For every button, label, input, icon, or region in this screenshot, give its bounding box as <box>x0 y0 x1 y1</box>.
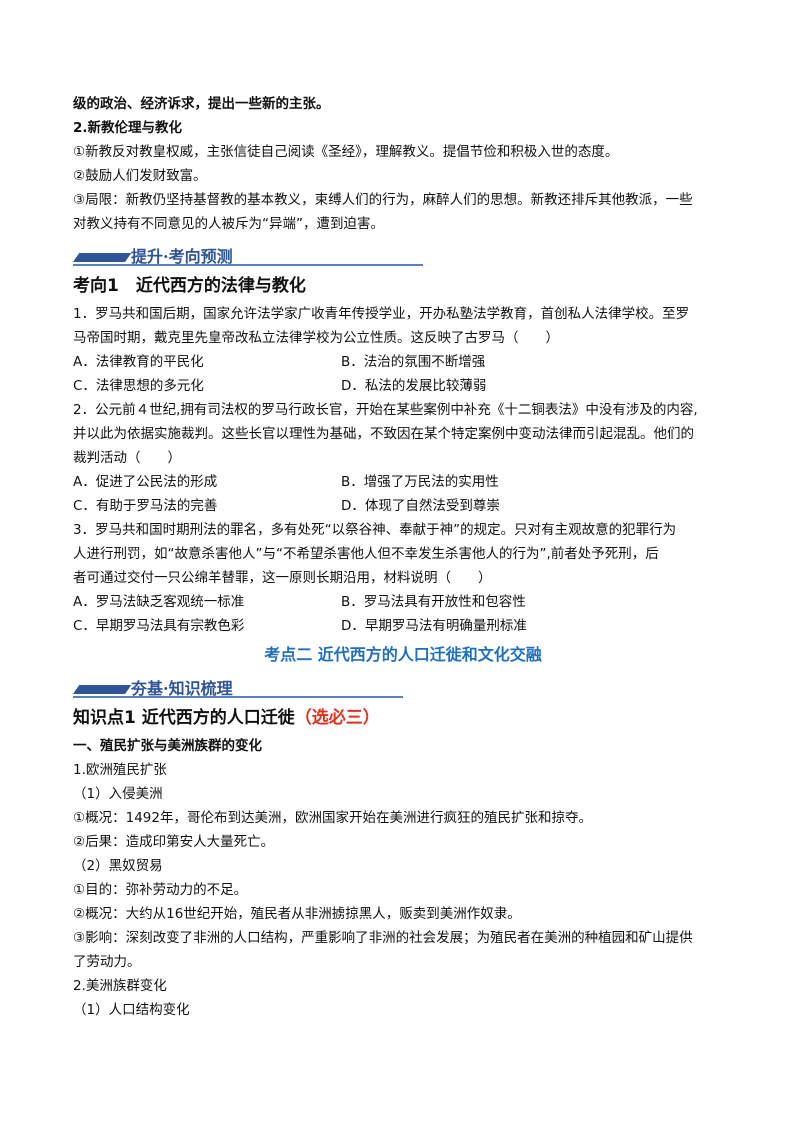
section-banner: 提升·考向预测 <box>73 242 733 268</box>
question-stem: 马帝国时期，戴克里先皇帝改私立法律学校为公立性质。这反映了古罗马（ ） <box>73 330 559 346</box>
heading-zhishidian-1: 知识点1 近代西方的人口迁徙（选必三） <box>73 704 733 732</box>
body-line: 了劳动力。 <box>73 954 141 970</box>
body-line: （1）入侵美洲 <box>73 786 163 802</box>
option-row: C．有助于罗马法的完善 D．体现了自然法受到尊崇 <box>73 494 733 518</box>
option-b[interactable]: B．增强了万民法的实用性 <box>341 474 499 490</box>
heading-red-tag: （选必三） <box>294 708 380 728</box>
banner-bar-icon <box>73 253 132 262</box>
option-d[interactable]: D．私法的发展比较薄弱 <box>341 378 487 394</box>
heading-kaoxiang-1: 考向1 近代西方的法律与教化 <box>73 276 306 296</box>
section-2-item: ①新教反对教皇权威，主张信徒自己阅读《圣经》，理解教义。提倡节俭和积极入世的态度… <box>73 144 619 160</box>
question-2: 2．公元前４世纪,拥有司法权的罗马行政长官，开始在某些案例中补充《十二铜表法》中… <box>73 398 733 518</box>
banner-underline <box>73 264 423 266</box>
option-row: C．早期罗马法具有宗教色彩 D．早期罗马法有明确量刑标准 <box>73 614 733 638</box>
body-line: 2.美洲族群变化 <box>73 978 167 994</box>
sub-heading: 一、殖民扩张与美洲族群的变化 <box>73 738 262 754</box>
section-2-item: ②鼓励人们发财致富。 <box>73 168 207 184</box>
option-c[interactable]: C．法律思想的多元化 <box>73 378 204 394</box>
banner-bar-icon <box>73 685 132 694</box>
question-1: 1．罗马共和国后期，国家允许法学家广收青年传授学业，开办私塾法学教育，首创私人法… <box>73 302 733 398</box>
option-b[interactable]: B．罗马法具有开放性和包容性 <box>341 594 526 610</box>
option-row: A．促进了公民法的形成 B．增强了万民法的实用性 <box>73 470 733 494</box>
body-line: ②概况：大约从16世纪开始，殖民者从非洲掳掠黑人，贩卖到美洲作奴隶。 <box>73 906 521 922</box>
option-a[interactable]: A．罗马法缺乏客观统一标准 <box>73 594 245 610</box>
kaodian-title: 考点二 近代西方的人口迁徙和文化交融 <box>264 645 542 664</box>
question-3: 3．罗马共和国时期刑法的罪名，多有处死“以祭谷神、奉献于神”的规定。只对有主观故… <box>73 518 733 638</box>
body-line: （1）人口结构变化 <box>73 1002 190 1018</box>
body-line: ①目的：弥补劳动力的不足。 <box>73 882 248 898</box>
option-c[interactable]: C．有助于罗马法的完善 <box>73 498 218 514</box>
option-c[interactable]: C．早期罗马法具有宗教色彩 <box>73 618 245 634</box>
option-b[interactable]: B．法治的氛围不断增强 <box>341 354 486 370</box>
body-line: 1.欧洲殖民扩张 <box>73 762 167 778</box>
question-stem: 2．公元前４世纪,拥有司法权的罗马行政长官，开始在某些案例中补充《十二铜表法》中… <box>73 402 698 418</box>
option-row: A．罗马法缺乏客观统一标准 B．罗马法具有开放性和包容性 <box>73 590 733 614</box>
question-stem: 者可通过交付一只公绵羊替罪，这一原则长期沿用，材料说明（ ） <box>73 570 492 586</box>
banner-title: 提升·考向预测 <box>131 247 233 266</box>
document-page: 级的政治、经济诉求，提出一些新的主张。 2.新教伦理与教化 ①新教反对教皇权威，… <box>73 92 733 1022</box>
question-stem: 并以此为依据实施裁判。这些长官以理性为基础，不致因在某个特定案例中变动法律而引起… <box>73 426 694 442</box>
option-d[interactable]: D．早期罗马法有明确量刑标准 <box>341 618 527 634</box>
body-line: ②后果：造成印第安人大量死亡。 <box>73 834 275 850</box>
question-stem: 1．罗马共和国后期，国家允许法学家广收青年传授学业，开办私塾法学教育，首创私人法… <box>73 306 690 322</box>
question-stem: 3．罗马共和国时期刑法的罪名，多有处死“以祭谷神、奉献于神”的规定。只对有主观故… <box>73 522 677 538</box>
option-row: A．法律教育的平民化 B．法治的氛围不断增强 <box>73 350 733 374</box>
question-stem: 人进行刑罚，如“故意杀害他人”与“不希望杀害他人但不幸发生杀害他人的行为”,前者… <box>73 546 659 562</box>
section-banner: 夯基·知识梳理 <box>73 674 733 700</box>
body-line: （2）黑奴贸易 <box>73 858 163 874</box>
section-2-item: 对教义持有不同意见的人被斥为“异端”，遭到迫害。 <box>73 216 384 232</box>
option-a[interactable]: A．促进了公民法的形成 <box>73 474 218 490</box>
section-2-title: 2.新教伦理与教化 <box>73 120 183 136</box>
body-line: ③影响：深刻改变了非洲的人口结构，严重影响了非洲的社会发展；为殖民者在美洲的种植… <box>73 930 693 946</box>
option-row: C．法律思想的多元化 D．私法的发展比较薄弱 <box>73 374 733 398</box>
banner-title: 夯基·知识梳理 <box>131 679 233 698</box>
question-stem: 裁判活动（ ） <box>73 450 181 466</box>
banner-underline <box>73 696 403 698</box>
option-a[interactable]: A．法律教育的平民化 <box>73 354 204 370</box>
body-line: ①概况：1492年，哥伦布到达美洲，欧洲国家开始在美洲进行疯狂的殖民扩张和掠夺。 <box>73 810 592 826</box>
intro-line: 级的政治、经济诉求，提出一些新的主张。 <box>73 96 330 112</box>
heading-main: 知识点1 近代西方的人口迁徙 <box>73 708 295 728</box>
option-d[interactable]: D．体现了自然法受到尊崇 <box>341 498 500 514</box>
section-2-item: ③局限：新教仍坚持基督教的基本教义，束缚人们的行为，麻醉人们的思想。新教还排斥其… <box>73 192 693 208</box>
